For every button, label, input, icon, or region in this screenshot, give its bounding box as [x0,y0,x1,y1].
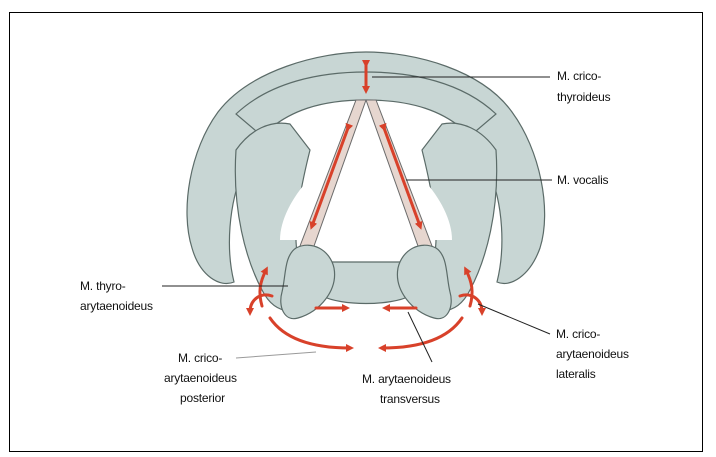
arrow-posterior-left [270,318,350,348]
label-cricoarytaenoideus-lateralis-1: M. crico- [556,327,600,341]
label-cricoarytaenoideus-lateralis-2: arytaenoideus [556,347,629,361]
label-cricothyroideus-1: M. crico- [557,69,601,83]
leader-cricoarytaenoideus-posterior [236,352,316,358]
label-cricoarytaenoideus-lateralis-3: lateralis [556,367,596,381]
label-thyroarytaenoideus-2: arytaenoideus [80,299,153,313]
glottis [280,162,452,240]
label-arytaenoideus-transversus-1: M. arytaenoideus [362,372,451,386]
label-cricoarytaenoideus-posterior-2: arytaenoideus [164,371,237,385]
leader-cricoarytaenoideus-lateralis [478,304,550,334]
label-vocalis: M. vocalis [557,173,609,187]
label-cricoarytaenoideus-posterior-3: posterior [180,391,225,405]
label-arytaenoideus-transversus-2: transversus [380,392,440,406]
label-thyroarytaenoideus-1: M. thyro- [80,279,126,293]
arrow-posterior-right [382,318,462,348]
leader-arytaenoideus-transversus [408,312,432,362]
label-cricoarytaenoideus-posterior-1: M. crico- [178,351,222,365]
label-cricothyroideus-2: thyroideus [557,90,611,104]
